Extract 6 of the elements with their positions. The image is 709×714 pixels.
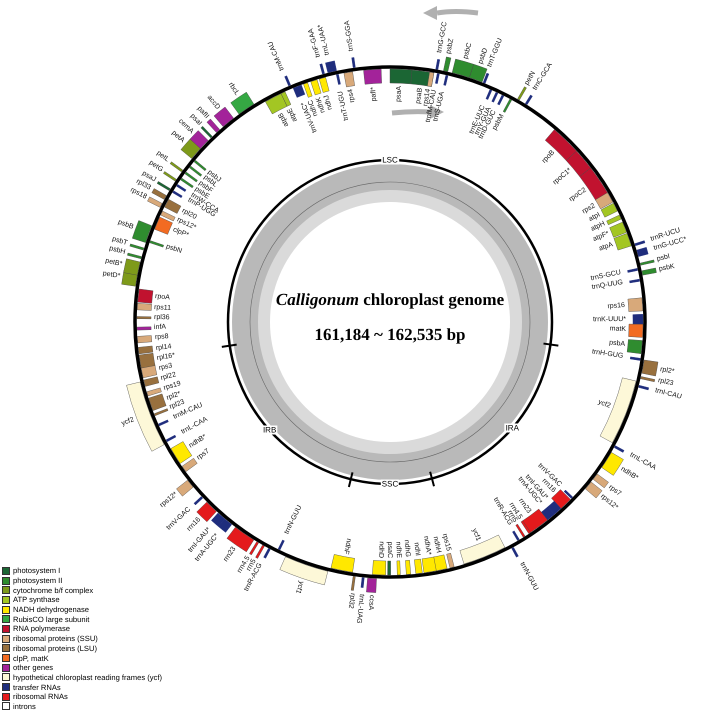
genome-title: Calligonum chloroplast genome xyxy=(274,290,506,310)
region-label: IRA xyxy=(504,424,520,433)
region-label: SSC xyxy=(380,480,400,488)
region-label: IRB xyxy=(262,426,278,435)
region-label: LSC xyxy=(381,156,399,164)
genome-size: 161,184 ~ 162,535 bp xyxy=(314,325,466,345)
